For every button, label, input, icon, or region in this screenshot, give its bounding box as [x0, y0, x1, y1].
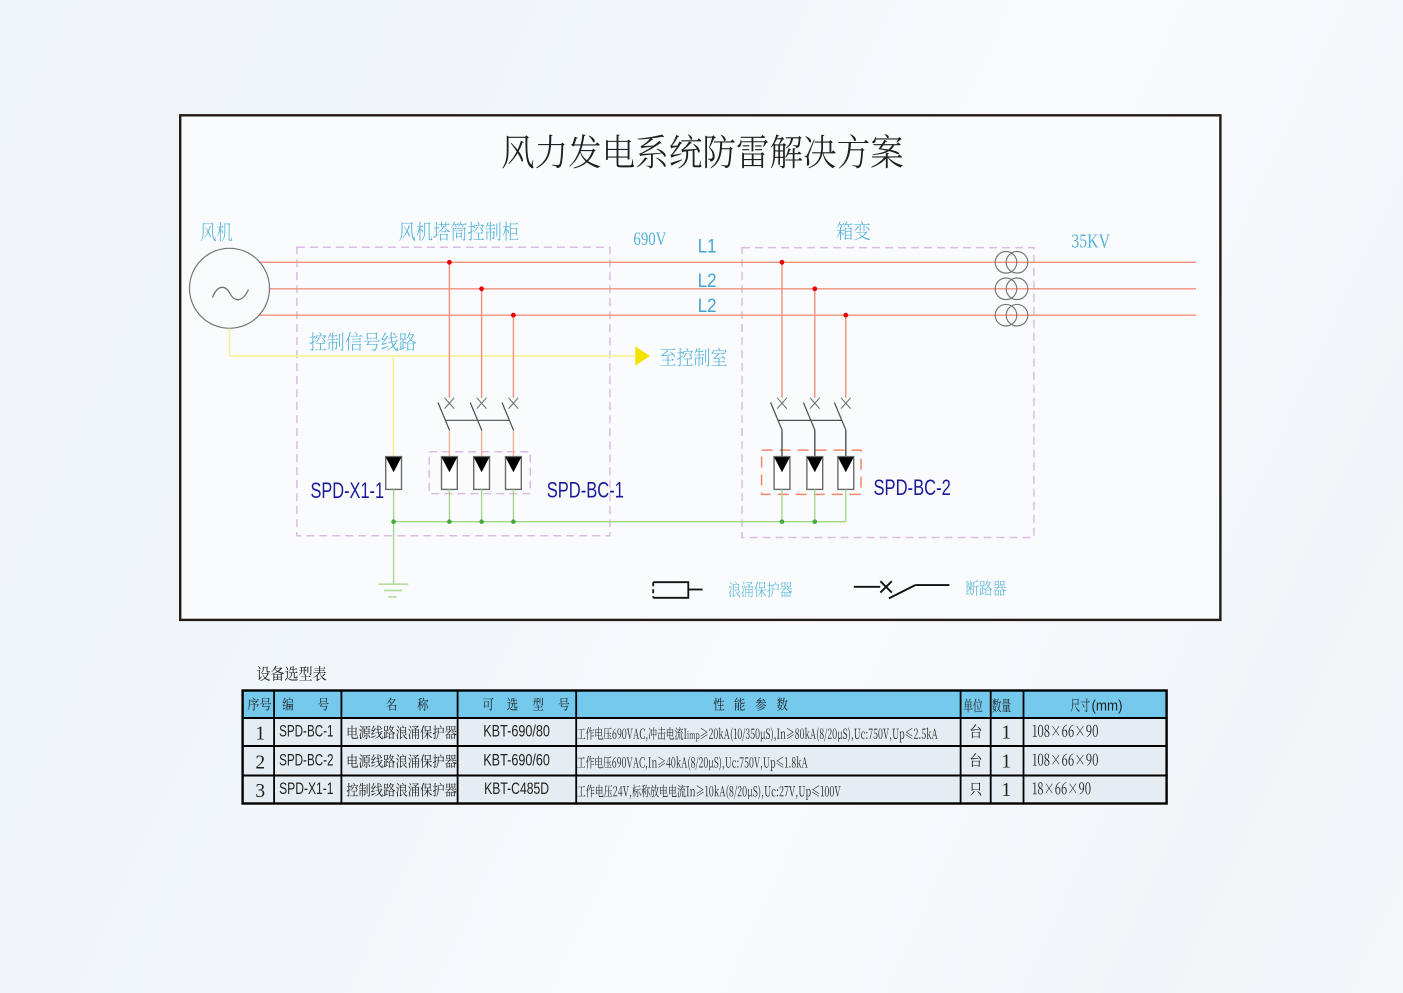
svg-text:L2: L2	[698, 296, 717, 317]
svg-text:KBT-690/60: KBT-690/60	[483, 751, 550, 769]
svg-text:SPD-BC-2: SPD-BC-2	[279, 751, 333, 769]
svg-text:(mm): (mm)	[1092, 699, 1123, 715]
svg-text:1: 1	[255, 724, 265, 745]
svg-text:KBT-C485D: KBT-C485D	[484, 780, 549, 798]
svg-text:1: 1	[1001, 723, 1011, 744]
svg-text:KBT-690/80: KBT-690/80	[483, 723, 550, 741]
svg-text:1: 1	[1001, 751, 1011, 772]
svg-text:SPD-X1-1: SPD-X1-1	[279, 780, 333, 798]
svg-text:2: 2	[255, 752, 265, 773]
svg-text:690V: 690V	[633, 229, 666, 250]
svg-text:SPD-BC-1: SPD-BC-1	[547, 477, 624, 502]
svg-text:L1: L1	[698, 237, 717, 258]
svg-text:SPD-BC-1: SPD-BC-1	[279, 723, 333, 741]
svg-text:L2: L2	[698, 271, 717, 292]
svg-text:35KV: 35KV	[1071, 230, 1110, 252]
svg-text:SPD-X1-1: SPD-X1-1	[311, 478, 385, 503]
svg-text:3: 3	[255, 781, 265, 802]
svg-text:SPD-BC-2: SPD-BC-2	[874, 475, 951, 500]
svg-text:1: 1	[1001, 780, 1011, 801]
